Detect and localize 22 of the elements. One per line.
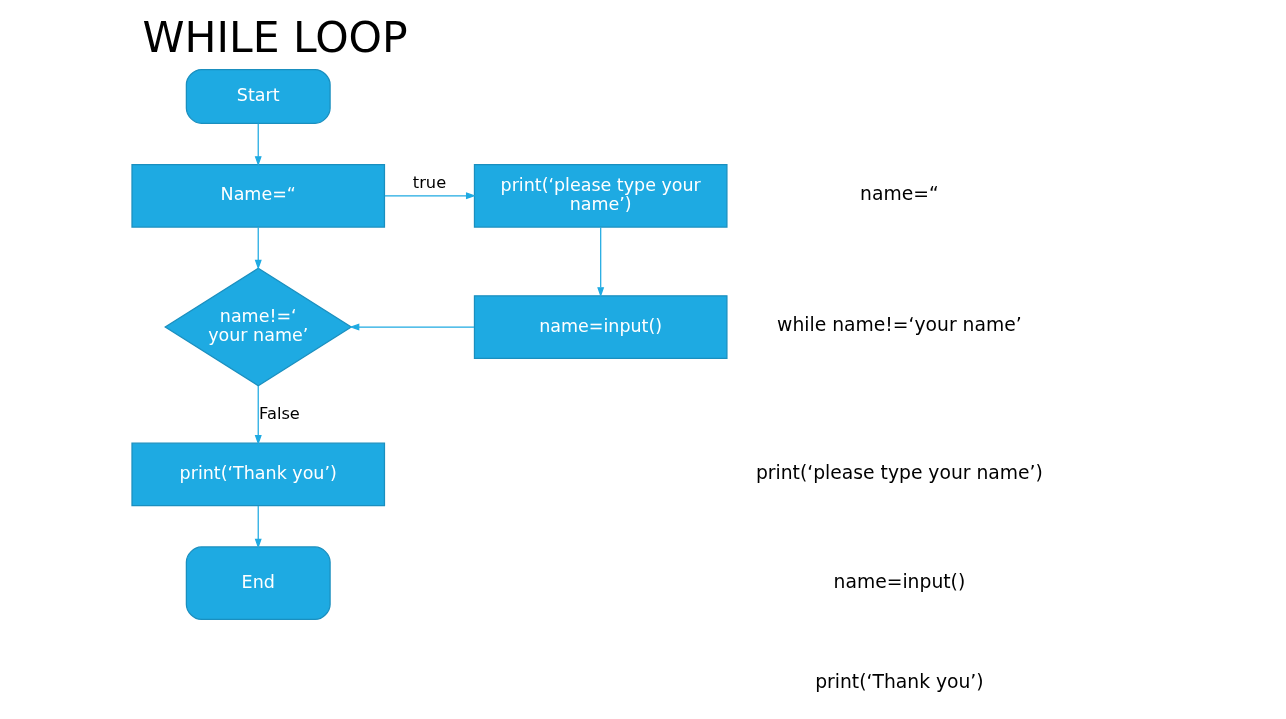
node-box: print(‘please type your name’) [473,163,728,228]
arrow [596,226,604,298]
edge-label: true [412,172,446,192]
arrow [254,385,262,446]
label: name=“ [859,183,939,205]
node-diamond: name!=‘ your name’ [163,267,352,387]
arrow [348,323,475,331]
arrow [254,226,262,270]
label: name=input() [833,570,965,592]
label: print(‘please type your name’) [755,461,1043,483]
node-box: print(‘Thank you’) [130,442,385,507]
arrow [254,505,262,549]
node-box: Start [185,68,331,124]
node-box: name=input() [473,295,728,359]
arrow [383,192,476,200]
arrow [254,123,262,167]
diagram-title: WHILE LOOP [142,13,408,63]
node-box: Name=“ [130,163,385,228]
label: while name!=‘your name’ [776,314,1022,336]
edge-label: False [258,403,300,423]
label: print(‘Thank you’) [814,670,984,692]
node-box: End [185,546,331,621]
